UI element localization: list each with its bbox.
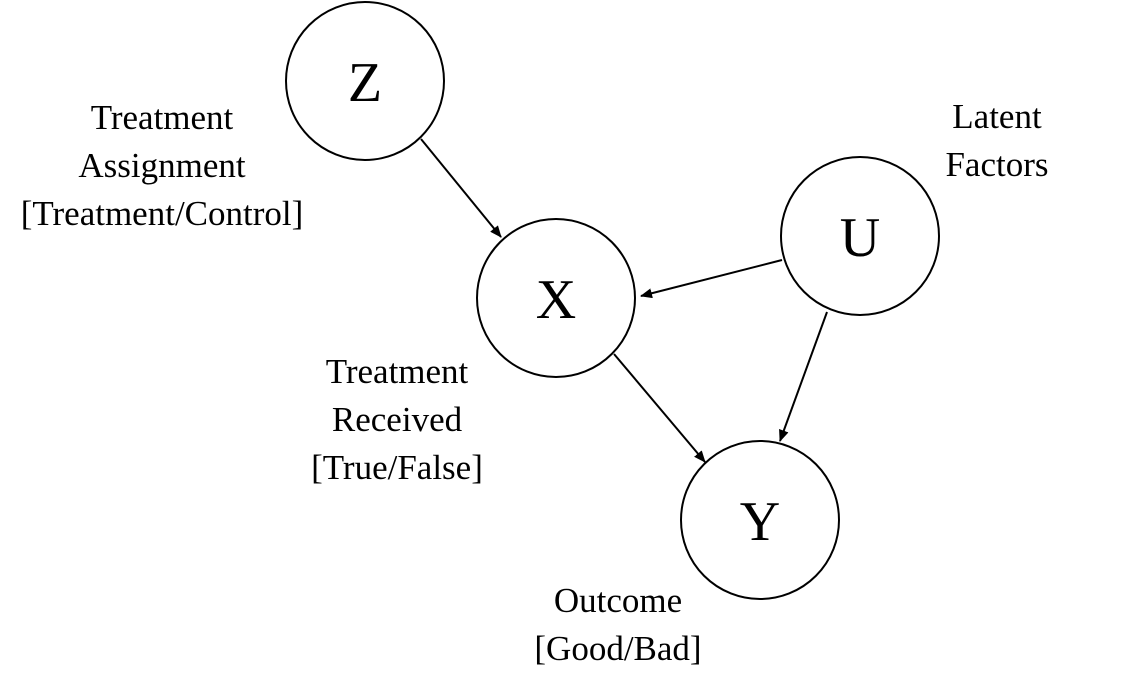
edge-u-to-y — [779, 311, 828, 442]
node-u-letter: U — [840, 207, 880, 269]
node-x-label: Treatment Received [True/False] — [290, 348, 504, 492]
node-u-circle — [780, 156, 940, 316]
edge-z-to-x — [420, 138, 502, 238]
node-x-letter: X — [536, 269, 576, 331]
node-z-letter: Z — [348, 52, 382, 114]
node-y-label-line: [Good/Bad] — [534, 629, 702, 668]
node-u-label-line: Factors — [945, 145, 1049, 184]
node-u: U — [780, 156, 940, 316]
node-y-circle — [680, 440, 840, 600]
node-z-label-line: Treatment — [90, 98, 234, 137]
node-x-circle — [476, 218, 636, 378]
edge-x-to-y — [613, 353, 706, 463]
node-z-label: Treatment Assignment [Treatment/Control] — [0, 94, 324, 238]
node-x: X — [476, 218, 636, 378]
node-y-letter: Y — [740, 491, 780, 553]
node-z-label-line: [Treatment/Control] — [20, 194, 304, 233]
node-y: Y — [680, 440, 840, 600]
node-u-label: Latent Factors — [918, 93, 1076, 189]
node-z-label-line: Assignment — [78, 146, 246, 185]
node-x-label-line: Treatment — [325, 352, 469, 391]
edge-u-to-x — [640, 259, 783, 299]
node-z: Z — [285, 1, 445, 161]
node-y-label-line: Outcome — [553, 581, 683, 620]
node-u-label-line: Latent — [952, 97, 1042, 136]
node-x-label-line: Received — [331, 400, 463, 439]
node-y-label: Outcome [Good/Bad] — [508, 577, 728, 673]
node-x-label-line: [True/False] — [311, 448, 483, 487]
node-z-circle — [285, 1, 445, 161]
